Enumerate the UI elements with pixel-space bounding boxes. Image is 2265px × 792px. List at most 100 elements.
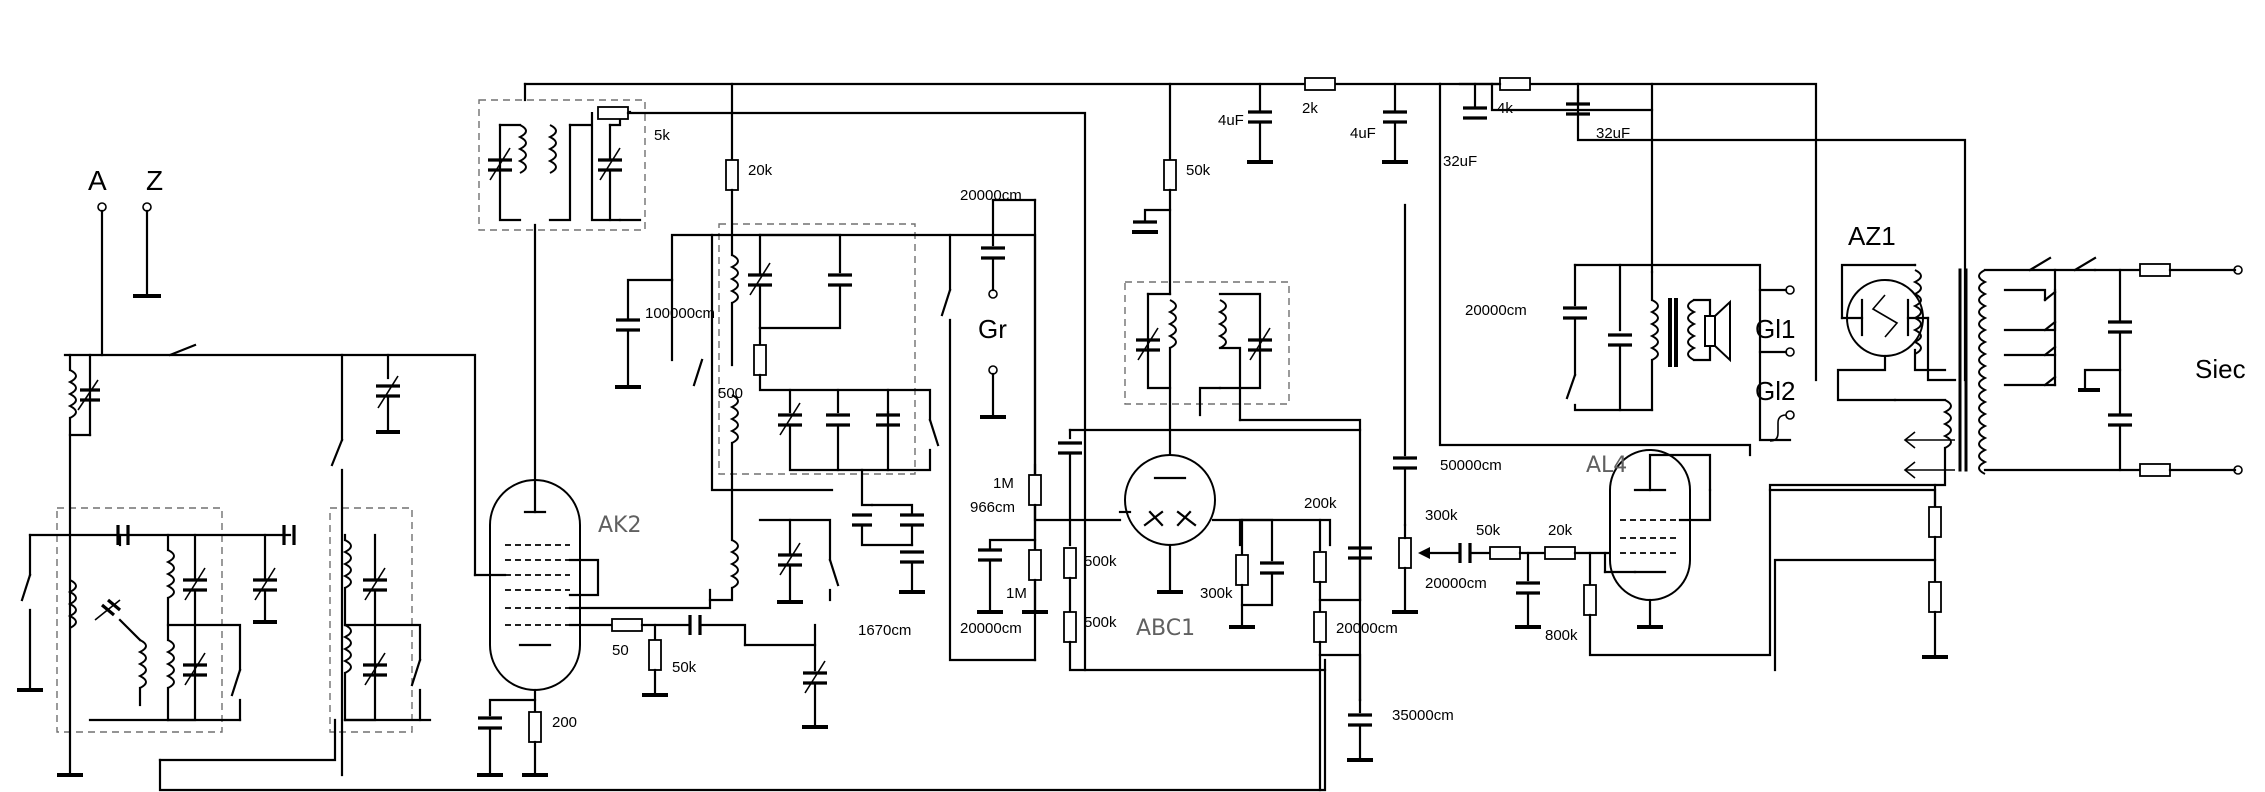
gramophone-jack-1[interactable]: [988, 289, 998, 299]
resistor-bleeder-1: [1928, 506, 1942, 538]
label-50k-grid: 50k: [1476, 522, 1501, 539]
resistor-500k-a: [1063, 547, 1077, 579]
mains-terminal-2[interactable]: [2233, 465, 2243, 475]
resistor-300k: [1235, 554, 1249, 586]
pot-300k[interactable]: [1398, 537, 1412, 569]
tube-al4: AL4: [1586, 449, 1691, 601]
label-32uF-b: 32uF: [1596, 125, 1630, 142]
label-300k: 300k: [1200, 585, 1233, 602]
label-2k: 2k: [1302, 100, 1318, 117]
label-500k-b: 500k: [1084, 614, 1117, 631]
ht-filter: [1576, 82, 1967, 382]
mains-terminal-1[interactable]: [2233, 265, 2243, 275]
label-300k-pot: 300k: [1425, 507, 1458, 524]
label-200k: 200k: [1304, 495, 1337, 512]
label-az1: AZ1: [1848, 221, 1896, 251]
label-20000cm-out: 20000cm: [1336, 620, 1398, 637]
if2-coil-2: [1217, 299, 1227, 349]
resistor-1M-b: [1028, 549, 1042, 581]
label-800k: 800k: [1545, 627, 1578, 644]
label-20000cm-top: 20000cm: [960, 187, 1022, 204]
label-ak2: AK2: [598, 513, 641, 538]
resistor-800k: [1583, 584, 1597, 616]
label-5k: 5k: [654, 127, 670, 144]
resistor-50: [611, 618, 643, 632]
label-gl2: Gl2: [1755, 376, 1795, 406]
switch-osc-1[interactable]: [692, 358, 704, 387]
ground-label: Z: [146, 165, 163, 196]
gramophone-jack-2[interactable]: [988, 365, 998, 375]
label-500: 500: [718, 385, 743, 402]
output-transformer-secondary: [1687, 299, 1697, 361]
ground-terminal[interactable]: Z: [133, 165, 163, 298]
speaker-jack-2[interactable]: [1785, 410, 1795, 420]
fuse-2: [2139, 463, 2171, 477]
label-4uF-b: 4uF: [1350, 125, 1376, 142]
resistor-500: [753, 344, 767, 376]
switch-osc-3[interactable]: [940, 288, 952, 317]
speaker-jack-1a[interactable]: [1785, 285, 1795, 295]
label-35000cm: 35000cm: [1392, 707, 1454, 724]
antenna-terminal[interactable]: A: [88, 165, 107, 357]
fuse-1: [2139, 263, 2171, 277]
pot-wiper: [1418, 547, 1430, 559]
label-50k-abc: 50k: [1186, 162, 1211, 179]
switch-osc-4[interactable]: [828, 558, 840, 587]
filter-cap-32uF-a: [1463, 82, 1487, 120]
switch-tone[interactable]: [1565, 373, 1577, 400]
mains-transformer-ht: [1912, 269, 1922, 355]
label-4uF-a: 4uF: [1218, 112, 1244, 129]
antenna-label: A: [88, 165, 107, 196]
mains-switch-2[interactable]: [2073, 256, 2097, 272]
resistor-1M-a: [1028, 474, 1042, 506]
switch-osc-2[interactable]: [928, 418, 940, 447]
label-500k-a: 500k: [1084, 553, 1117, 570]
filter-cap-32uF-b: [1566, 88, 1590, 116]
osc-coil-2: [547, 124, 557, 174]
switch-left-1[interactable]: [20, 573, 32, 602]
osc-coil-1: [517, 124, 527, 174]
switch-left-2[interactable]: [230, 668, 242, 697]
rf-coil-box: [329, 507, 413, 733]
speaker-icon: [1704, 299, 1731, 363]
input-coil-box: [56, 507, 223, 733]
resistor-50k-abc: [1163, 159, 1177, 191]
if2-coil-1: [1167, 299, 1177, 349]
label-200: 200: [552, 714, 577, 731]
filter-cap-4uF-a: [1247, 82, 1273, 164]
resistor-4k: [1499, 77, 1531, 91]
resistor-50k-grid: [1489, 546, 1521, 560]
speaker-jack-1b[interactable]: [1785, 347, 1795, 357]
tube-ak2: AK2: [489, 479, 641, 691]
output-transformer-primary: [1649, 299, 1659, 361]
switch-rf[interactable]: [410, 658, 422, 687]
label-20000cm-grid: 20000cm: [1425, 575, 1487, 592]
rf-coil-1: [342, 539, 352, 589]
resistor-bleeder-2: [1928, 581, 1942, 613]
ht-tap: [1438, 82, 1752, 457]
tap-switch-3[interactable]: [2043, 345, 2057, 357]
wave-switch-2[interactable]: [330, 438, 344, 467]
label-50: 50: [612, 642, 629, 659]
tube-abc1: ABC1: [1124, 454, 1216, 641]
wave-switch-1[interactable]: [168, 343, 197, 357]
label-20000cm-det: 20000cm: [960, 620, 1022, 637]
osc-coil-3: [729, 254, 739, 304]
label-4k: 4k: [1497, 100, 1513, 117]
mains-switch-1[interactable]: [2028, 256, 2052, 272]
osc-coil-4: [729, 394, 739, 444]
label-966cm: 966cm: [970, 499, 1015, 516]
label-1670cm: 1670cm: [858, 622, 911, 639]
tap-switch-4[interactable]: [2043, 375, 2057, 387]
tap-switch-1[interactable]: [2043, 290, 2057, 302]
label-50000cm: 50000cm: [1440, 457, 1502, 474]
label-siec: Siec: [2195, 354, 2246, 384]
resistor-5k: [597, 106, 629, 120]
tap-switch-2[interactable]: [2043, 320, 2057, 332]
mains-transformer-primary: [1978, 269, 1988, 475]
resistor-50k-ak: [648, 639, 662, 671]
input-coil-2: [137, 639, 147, 689]
label-al4: AL4: [1586, 453, 1627, 478]
